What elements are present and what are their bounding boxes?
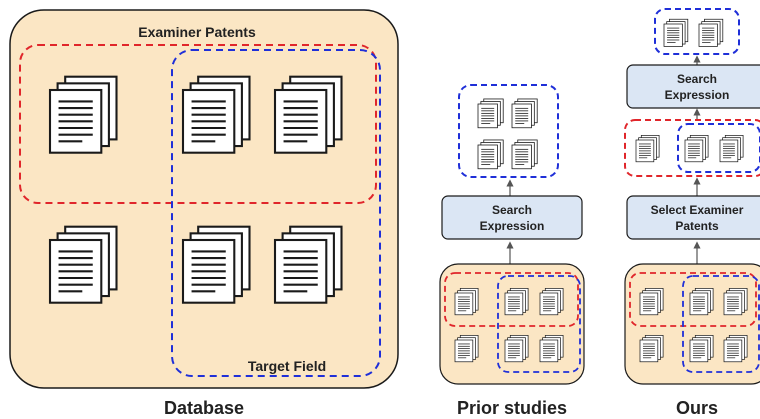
document-stack-icon: [505, 288, 528, 314]
document-stack-icon: [512, 140, 537, 169]
prior-database-mini: [439, 263, 585, 385]
document-stack-icon: [183, 77, 250, 153]
prior-search-label-line1: Search: [492, 203, 532, 217]
document-stack-icon: [478, 99, 503, 128]
target-field-region: [171, 49, 381, 377]
prior-search-expression-box: [441, 195, 583, 240]
examiner-patents-region: [19, 44, 377, 204]
prior-examiner-region: [444, 272, 579, 327]
document-stack-icon: [699, 19, 723, 46]
document-stack-icon: [455, 335, 478, 361]
select-examiner-label-line1: Select Examiner: [651, 203, 744, 217]
target-field-label: Target Field: [248, 358, 326, 374]
prior-search-label-line2: Expression: [480, 219, 545, 233]
document-stack-icon: [720, 135, 743, 161]
document-stack-icon: [540, 335, 563, 361]
document-stack-icon: [664, 19, 688, 46]
document-stack-icon: [636, 135, 659, 161]
ours-result-region: [654, 8, 740, 55]
document-stack-icon: [505, 335, 528, 361]
select-examiner-patents-box: [626, 195, 760, 240]
database-panel: Examiner Patents Target Field: [9, 9, 399, 389]
ours-caption: Ours: [676, 398, 718, 418]
document-stack-icon: [50, 227, 117, 303]
ours-search-expression-box: [626, 64, 760, 109]
document-stack-icon: [183, 227, 250, 303]
document-stack-icon: [540, 288, 563, 314]
ours-search-label-line1: Search: [677, 72, 717, 86]
prior-studies-column: Search Expression: [439, 84, 585, 385]
document-stack-icon: [685, 135, 708, 161]
select-examiner-label-line2: Patents: [675, 219, 719, 233]
document-stack-icon: [724, 335, 747, 361]
ours-selected-target-region: [677, 123, 760, 173]
prior-target-region: [497, 275, 581, 373]
ours-selected-examiner-region: [624, 119, 760, 177]
document-stack-icon: [690, 288, 713, 314]
document-stack-icon: [275, 227, 342, 303]
document-stack-icon: [640, 335, 663, 361]
document-stack-icon: [275, 77, 342, 153]
prior-studies-caption: Prior studies: [457, 398, 567, 418]
ours-database-mini: [624, 263, 760, 385]
document-stack-icon: [478, 140, 503, 169]
document-stack-icon: [724, 288, 747, 314]
ours-search-label-line2: Expression: [665, 88, 730, 102]
document-stack-icon: [690, 335, 713, 361]
ours-column: Search Expression Select Examiner Patent…: [624, 8, 760, 385]
ours-examiner-region: [629, 272, 757, 327]
document-stack-icon: [455, 288, 478, 314]
prior-result-region: [458, 84, 559, 178]
document-stack-icon: [512, 99, 537, 128]
database-caption: Database: [164, 398, 244, 418]
examiner-patents-label: Examiner Patents: [138, 24, 256, 40]
ours-target-region: [682, 275, 760, 373]
document-stack-icon: [640, 288, 663, 314]
document-stack-icon: [50, 77, 117, 153]
